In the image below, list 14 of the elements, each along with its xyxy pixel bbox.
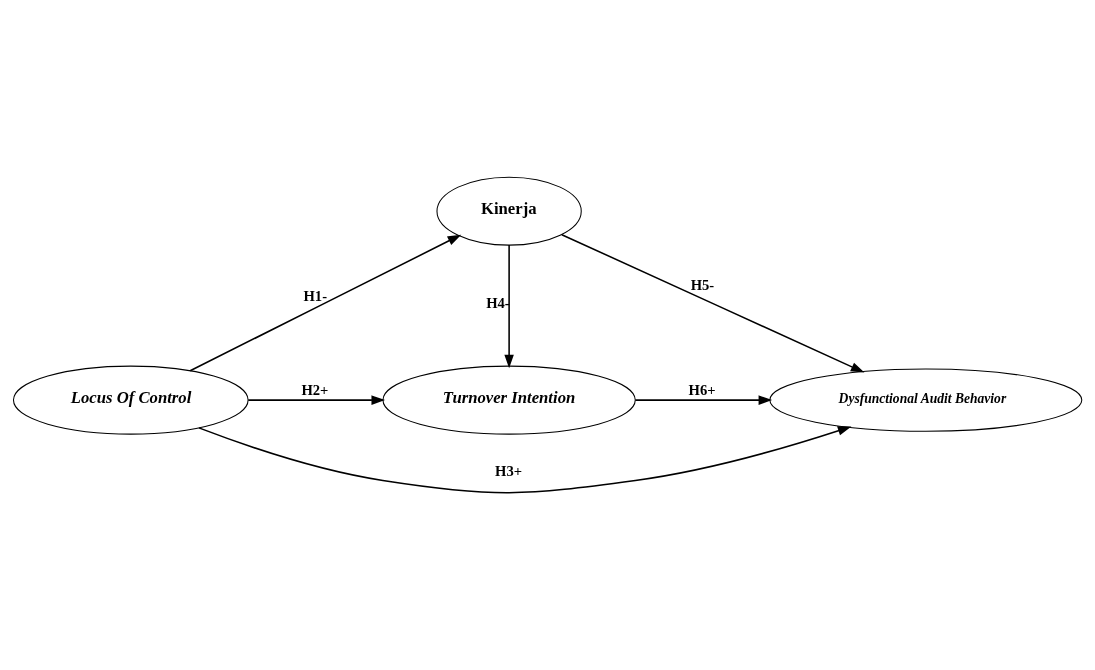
edge-label: H2+ [301, 382, 329, 399]
edge-label: H3+ [495, 462, 523, 479]
edge-label: H6+ [688, 382, 716, 399]
node-ellipse: Locus Of Control [12, 365, 249, 435]
arrow [504, 244, 514, 369]
arrow [247, 395, 386, 405]
edge-label: H5- [690, 276, 715, 293]
edge-label: H1- [303, 288, 328, 305]
arrow [561, 233, 865, 373]
arrow [198, 426, 852, 494]
arrow [634, 395, 773, 405]
arrow [189, 234, 462, 372]
node-ellipse: Turnover Intention [382, 365, 636, 435]
node-ellipse: Dysfunctional Audit Behavior [769, 368, 1083, 432]
